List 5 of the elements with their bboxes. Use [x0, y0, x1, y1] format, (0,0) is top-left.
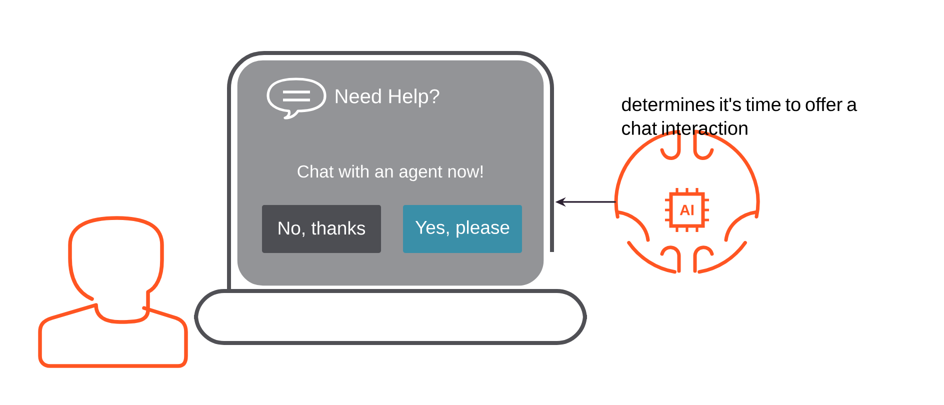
popup-message: Chat with an agent now!: [298, 164, 483, 182]
popup-heading: Need Help?: [336, 88, 440, 108]
popup-button: No, thanks: [262, 205, 381, 253]
laptop-drawing: [194, 51, 587, 345]
popup-button: Yes, please: [403, 205, 522, 253]
